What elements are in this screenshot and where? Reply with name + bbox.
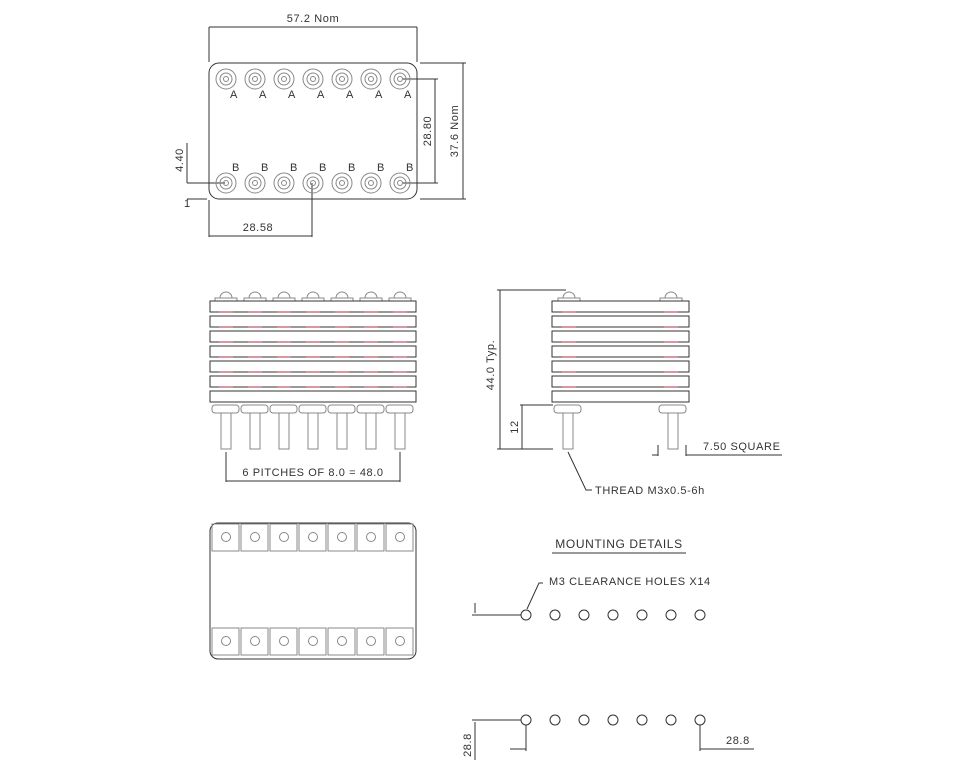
row-a-connectors: A A A A A A A [215,68,412,101]
offset-small-dimension: 1 [184,198,191,210]
terminal-label: A [346,89,354,101]
terminal-post-icon [244,68,266,90]
pin-length-dimension: 12 [509,420,521,433]
holes-callout: M3 CLEARANCE HOLES X14 [549,576,711,588]
side-view: 44.0 Typ. 12 7.50 SQUARE THREAD M3x0.5-6… [485,289,782,497]
terminal-label: B [348,162,356,174]
mounting-title: MOUNTING DETAILS [555,537,682,551]
height-dimension: 37.6 Nom [449,105,461,158]
terminal-post-icon [389,172,411,194]
pitch-dimension: 6 PITCHES OF 8.0 = 48.0 [242,467,383,479]
terminal-post-icon [273,172,295,194]
row-b-connectors: B B B B B B B [215,162,414,194]
terminal-label: B [319,162,327,174]
row-spacing-dimension: 28.80 [422,116,434,147]
terminal-post-icon [244,172,266,194]
front-view: 6 PITCHES OF 8.0 = 48.0 [209,291,417,482]
bottom-view [209,522,417,660]
terminal-post-icon [331,68,353,90]
offset-dimension: 4.40 [174,148,186,172]
terminal-post-icon [360,68,382,90]
square-dimension: 7.50 SQUARE [703,441,781,453]
terminal-label: A [230,89,238,101]
mounting-row-spacing: 28.8 [462,733,474,757]
terminal-label: B [406,162,414,174]
terminal-label: A [259,89,267,101]
terminal-post-icon [389,68,411,90]
terminal-post-icon [331,172,353,194]
terminal-post-icon [215,68,237,90]
mounting-details: MOUNTING DETAILS M3 CLEARANCE HOLES X14 … [462,537,754,760]
thread-callout: THREAD M3x0.5-6h [595,485,705,497]
terminal-label: B [377,162,385,174]
terminal-label: A [404,89,412,101]
terminal-label: B [232,162,240,174]
top-view: 57.2 Nom 37.6 Nom 28.80 4.40 1 28.58 [174,13,466,237]
terminal-post-icon [302,172,324,194]
terminal-post-icon [302,68,324,90]
center-dimension: 28.58 [243,222,274,234]
terminal-label: B [290,162,298,174]
overall-height-dimension: 44.0 Typ. [485,340,497,390]
terminal-label: A [375,89,383,101]
terminal-label: B [261,162,269,174]
terminal-label: A [288,89,296,101]
terminal-label: A [317,89,325,101]
mounting-span: 28.8 [726,735,750,747]
terminal-post-icon [215,172,237,194]
width-dimension: 57.2 Nom [287,13,340,25]
terminal-post-icon [273,68,295,90]
terminal-post-icon [360,172,382,194]
